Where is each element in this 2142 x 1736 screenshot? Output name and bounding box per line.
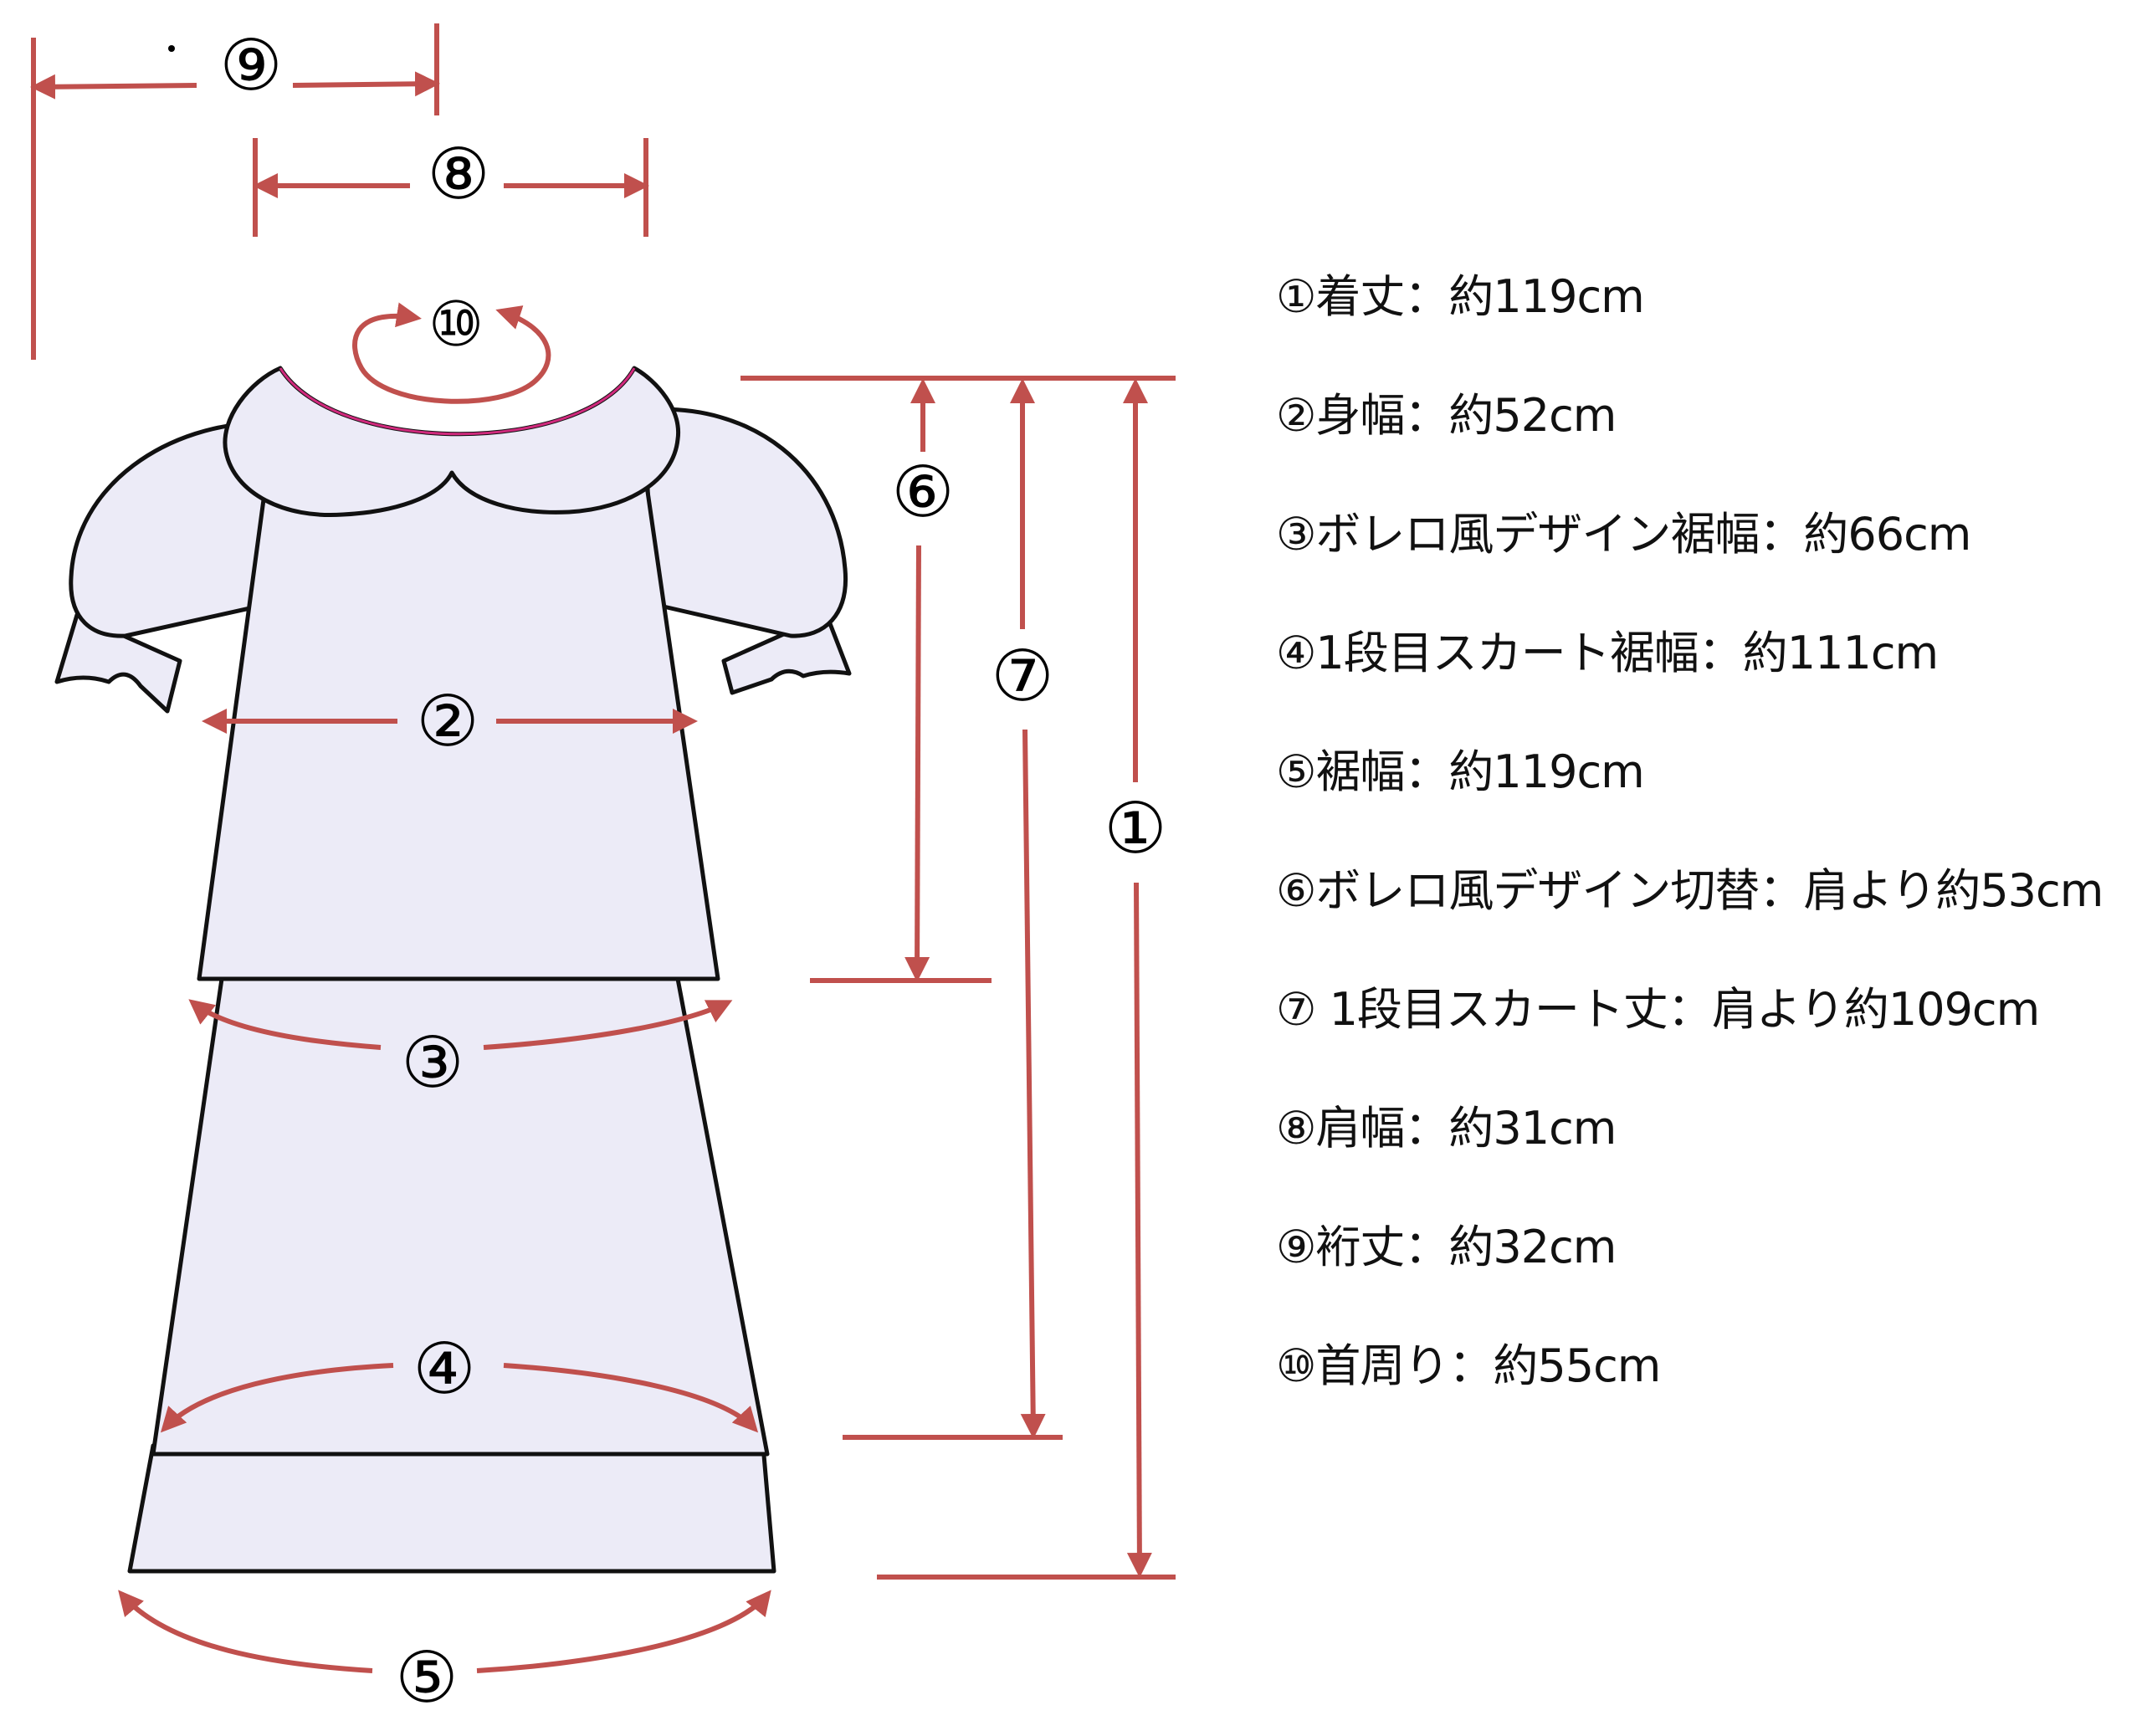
marker-7: ⑦	[991, 635, 1053, 717]
arrow-5-right	[476, 1590, 771, 1673]
marker-4: ④	[413, 1328, 475, 1410]
dress-illustration	[54, 366, 852, 1574]
legend-item-8: ⑧肩幅：約31cm	[1276, 1102, 1617, 1155]
arrow-4-right	[503, 1363, 759, 1433]
legend-item-10: ⑩首周り：約55cm	[1276, 1339, 1661, 1392]
legend-item-3: ③ボレロ風デザイン裾幅：約66cm	[1276, 508, 1971, 561]
legend-item-4: ④1段目スカート裾幅：約111cm	[1276, 627, 1939, 679]
arrow-6-down	[904, 545, 930, 982]
arrow-10-left	[352, 302, 551, 404]
marker-2: ②	[416, 680, 479, 762]
marker-9: ⑨	[219, 24, 282, 106]
right-sleeve-cuff	[721, 612, 852, 695]
arrow-4-left	[160, 1363, 394, 1433]
arrow-9-right	[292, 71, 440, 97]
marker-10: ⑩	[428, 289, 484, 361]
arrow-3-left	[188, 999, 382, 1050]
measurement-lines	[30, 23, 1176, 1673]
legend-item-9: ⑨裄丈：約32cm	[1276, 1221, 1617, 1273]
legend-item-2: ②身幅：約52cm	[1276, 389, 1617, 442]
skirt-tier-2	[127, 1443, 776, 1574]
arrow-3-right	[483, 1000, 733, 1050]
arrow-5-left	[118, 1590, 373, 1673]
left-puff-sleeve	[69, 420, 279, 638]
arrow-1-down	[1126, 882, 1152, 1578]
measurement-legend: ①着丈：約119cm ②身幅：約52cm ③ボレロ風デザイン裾幅：約66cm ④…	[1276, 251, 2121, 1439]
right-puff-sleeve	[642, 407, 848, 638]
arrow-7-down	[1020, 729, 1046, 1439]
legend-item-6: ⑥ボレロ風デザイン切替：肩より約53cm	[1276, 864, 2104, 917]
left-sleeve-cuff	[54, 612, 182, 714]
marker-8: ⑧	[427, 133, 489, 215]
legend-item-1: ①着丈：約119cm	[1276, 270, 1645, 323]
legend-item-5: ⑤裾幅：約119cm	[1276, 745, 1645, 798]
marker-1: ①	[1104, 787, 1166, 869]
arrow-9-left	[30, 74, 197, 100]
collar-edge	[279, 367, 636, 436]
marker-3: ③	[401, 1022, 464, 1104]
marker-5: ⑤	[395, 1636, 458, 1718]
legend-item-7: ⑦ 1段目スカート丈：肩より約109cm	[1276, 983, 2040, 1036]
marker-6: ⑥	[891, 451, 954, 533]
dot-mark	[168, 45, 175, 52]
